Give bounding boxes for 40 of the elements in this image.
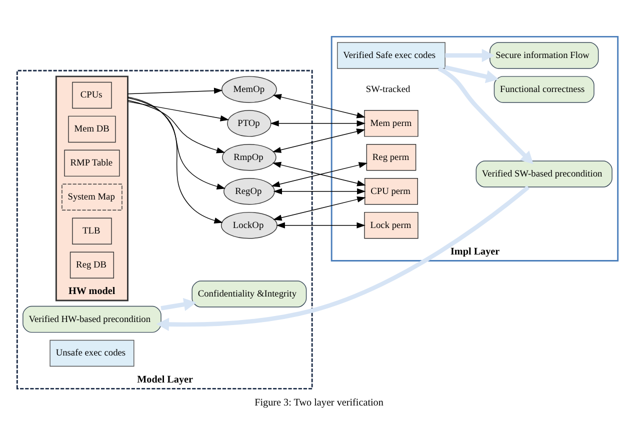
node-box: Reg perm (366, 144, 416, 171)
arrow (272, 128, 366, 153)
node-box: Mem perm (364, 110, 418, 137)
arrow (127, 97, 226, 190)
node-box: Functional correctness (494, 76, 594, 103)
node-box: Secure information Flow (490, 42, 599, 69)
arrow (276, 222, 366, 228)
arrow (156, 185, 530, 331)
arrow (445, 48, 494, 62)
node-box: Reg DB (70, 252, 114, 278)
arrow (272, 94, 366, 118)
arrow (270, 120, 366, 126)
node-box: Unsafe exec codes (50, 340, 134, 367)
node-box: CPUs (72, 82, 112, 109)
arrow (127, 96, 223, 224)
arrow (438, 66, 534, 164)
node-ellipse: MemOp (222, 76, 277, 103)
arrow (444, 65, 499, 84)
arrow (160, 298, 196, 312)
node-box: Confidentiality &Integrity (192, 280, 307, 308)
node-ellipse: RegOp (224, 178, 275, 205)
node-box: Verified HW-based precondition (22, 306, 162, 333)
node-box: Verified SW-based precondition (476, 160, 612, 188)
node-box: Lock perm (364, 212, 418, 239)
node-ellipse: PTOp (227, 110, 272, 137)
arrow (127, 101, 230, 122)
arrow (273, 196, 366, 221)
arrow (127, 100, 226, 154)
arrow (273, 188, 366, 194)
arrow (127, 88, 223, 94)
node-ellipse: LockOp (220, 212, 278, 239)
node-box: RMP Table (64, 150, 120, 177)
node-box: System Map (62, 184, 122, 211)
caption: Figure 3: Two layer verification (254, 397, 384, 408)
node-box: Verified Safe exec codes (337, 42, 446, 69)
node-text: SW-tracked (366, 84, 410, 95)
node-box: Mem DB (68, 116, 116, 143)
node-box: TLB (72, 218, 112, 244)
node-ellipse: RmpOp (222, 144, 276, 171)
node-box: CPU perm (364, 178, 418, 205)
